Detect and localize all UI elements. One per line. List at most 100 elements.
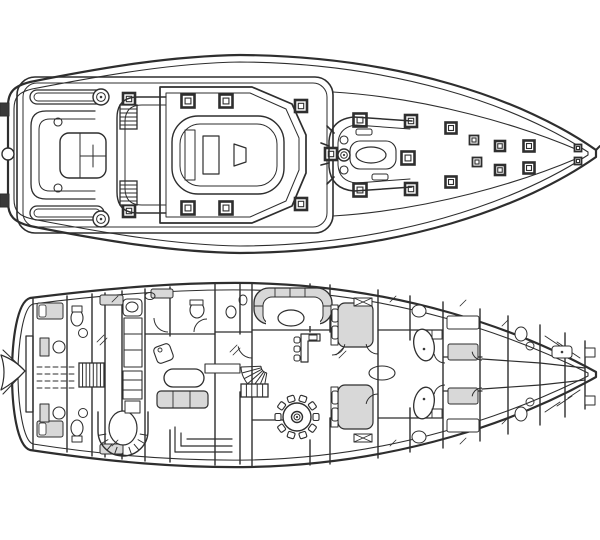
- center-cockpit-coaming-inner: [124, 104, 167, 206]
- rigging-ticks: [320, 125, 335, 185]
- galley-cabinet-lines: [122, 379, 143, 391]
- sink-mid: [144, 292, 156, 300]
- aft-desk-port: [39, 337, 50, 357]
- galley-peninsula: [204, 363, 241, 374]
- transom-step-top: [0, 102, 10, 117]
- dining-chairs: [274, 394, 320, 440]
- side-locker-b: [150, 288, 174, 299]
- nav-desk-item: [308, 334, 318, 341]
- bathtub-port-drain: [422, 347, 426, 351]
- foredeck-edge-bottom: [332, 157, 579, 217]
- deck-hatches: [121, 91, 583, 219]
- aft-berth-pillow-port: [38, 304, 47, 318]
- side-locker-a: [99, 294, 124, 306]
- guest-bed-port: [337, 302, 374, 348]
- toilet-mid-tank: [189, 299, 204, 306]
- guest-pillows-starboard: [331, 390, 339, 422]
- nav-desk: [300, 333, 321, 363]
- engine-room-grating: [36, 366, 77, 389]
- hull-outline: [6, 53, 598, 255]
- transom-step-bottom: [0, 193, 10, 208]
- cockpit-seat-outer: [30, 110, 96, 200]
- cockpit-bench-starboard-inner: [33, 208, 101, 218]
- 6: [78, 362, 105, 388]
- center-cockpit-coaming-outer: [116, 96, 167, 214]
- transom-plate: [25, 335, 34, 413]
- guest-pillows-port: [331, 308, 339, 340]
- backstay-fitting: [1, 147, 15, 161]
- cleat-top: [53, 117, 63, 127]
- guest-headboard-starboard: [330, 386, 339, 428]
- cockpit-bench-port-inner: [33, 92, 101, 102]
- wardrobe-lines: [353, 297, 373, 443]
- helm-seat: [233, 143, 247, 167]
- aft-desk-starboard: [39, 403, 50, 423]
- pilothouse-console: [202, 135, 220, 175]
- stove-knob: [157, 347, 163, 353]
- deckhouse-inner: [165, 92, 300, 218]
- sink-crew-port: [525, 341, 535, 351]
- aft-desk-chair-port: [52, 340, 66, 354]
- bow-hatch-b: [584, 395, 596, 406]
- rudder-lines: [2, 349, 26, 395]
- sheer-line: [17, 289, 589, 461]
- toilet-shower-room: [225, 305, 237, 319]
- bow-stub: [595, 145, 600, 151]
- interior-plan: [0, 281, 598, 469]
- toilet-aft-port-tank: [71, 305, 83, 313]
- aft-salon-steps: [174, 426, 233, 453]
- 5: [119, 180, 138, 206]
- sole-ticks: [96, 295, 509, 447]
- cockpit-seat-inner: [38, 118, 96, 192]
- bunk-upper-port: [446, 315, 480, 330]
- winch-port-aft: [92, 88, 110, 106]
- galley-cabinet: [122, 370, 143, 400]
- galley-counter: [123, 317, 143, 368]
- rudder: [0, 354, 26, 391]
- coffee-table: [277, 309, 305, 327]
- toilet-ensuite-port: [411, 304, 427, 318]
- bathtub-port: [413, 328, 435, 362]
- halyard-winch-a: [339, 135, 349, 145]
- toilet-ensuite-starboard: [411, 430, 427, 444]
- mast-arch-outer: [328, 116, 413, 192]
- aft-berth-pillow-starboard: [38, 422, 47, 436]
- door-arcs: [153, 317, 482, 404]
- hull-outline: [10, 281, 598, 469]
- bow-hatch-a: [584, 347, 596, 358]
- arch-fitting-bottom: [371, 173, 389, 181]
- 4: [240, 383, 269, 398]
- toilet-crew-starboard: [514, 406, 528, 422]
- galley-counter-lines: [123, 333, 143, 351]
- shower-sink: [238, 294, 248, 306]
- foredeck-edge-top: [332, 91, 579, 151]
- pilothouse-well-inner: [179, 123, 278, 187]
- nav-stools: [293, 336, 301, 362]
- guest-bed-starboard: [337, 384, 374, 430]
- stove: [153, 343, 174, 364]
- 5: [119, 104, 138, 130]
- dining-table-hub: [290, 410, 304, 424]
- arch-fitting-top: [355, 128, 373, 136]
- guest-headboard-port: [330, 304, 339, 346]
- cleat-bottom: [53, 183, 63, 193]
- halyard-winch-b: [337, 148, 351, 162]
- pilothouse-well-outer: [171, 115, 285, 195]
- bathtub-starboard-drain: [422, 397, 426, 401]
- aft-desk-chair-starboard: [52, 406, 66, 420]
- deck-plan: [0, 53, 600, 255]
- vanity-port: [431, 329, 443, 340]
- sink-aft-port: [78, 328, 88, 338]
- bathtub-starboard: [413, 386, 435, 420]
- deckhouse-outline: [159, 86, 307, 224]
- spiral-stair-core: [108, 410, 138, 446]
- bunk-upper-starboard: [446, 418, 480, 433]
- bunk-lower-starboard: [447, 387, 479, 405]
- galley-locker: [124, 400, 141, 414]
- sink-aft-starboard: [78, 408, 88, 418]
- halyard-winch-c: [339, 165, 349, 175]
- pilothouse-bench: [184, 129, 196, 181]
- toilet-aft-starboard: [70, 419, 84, 437]
